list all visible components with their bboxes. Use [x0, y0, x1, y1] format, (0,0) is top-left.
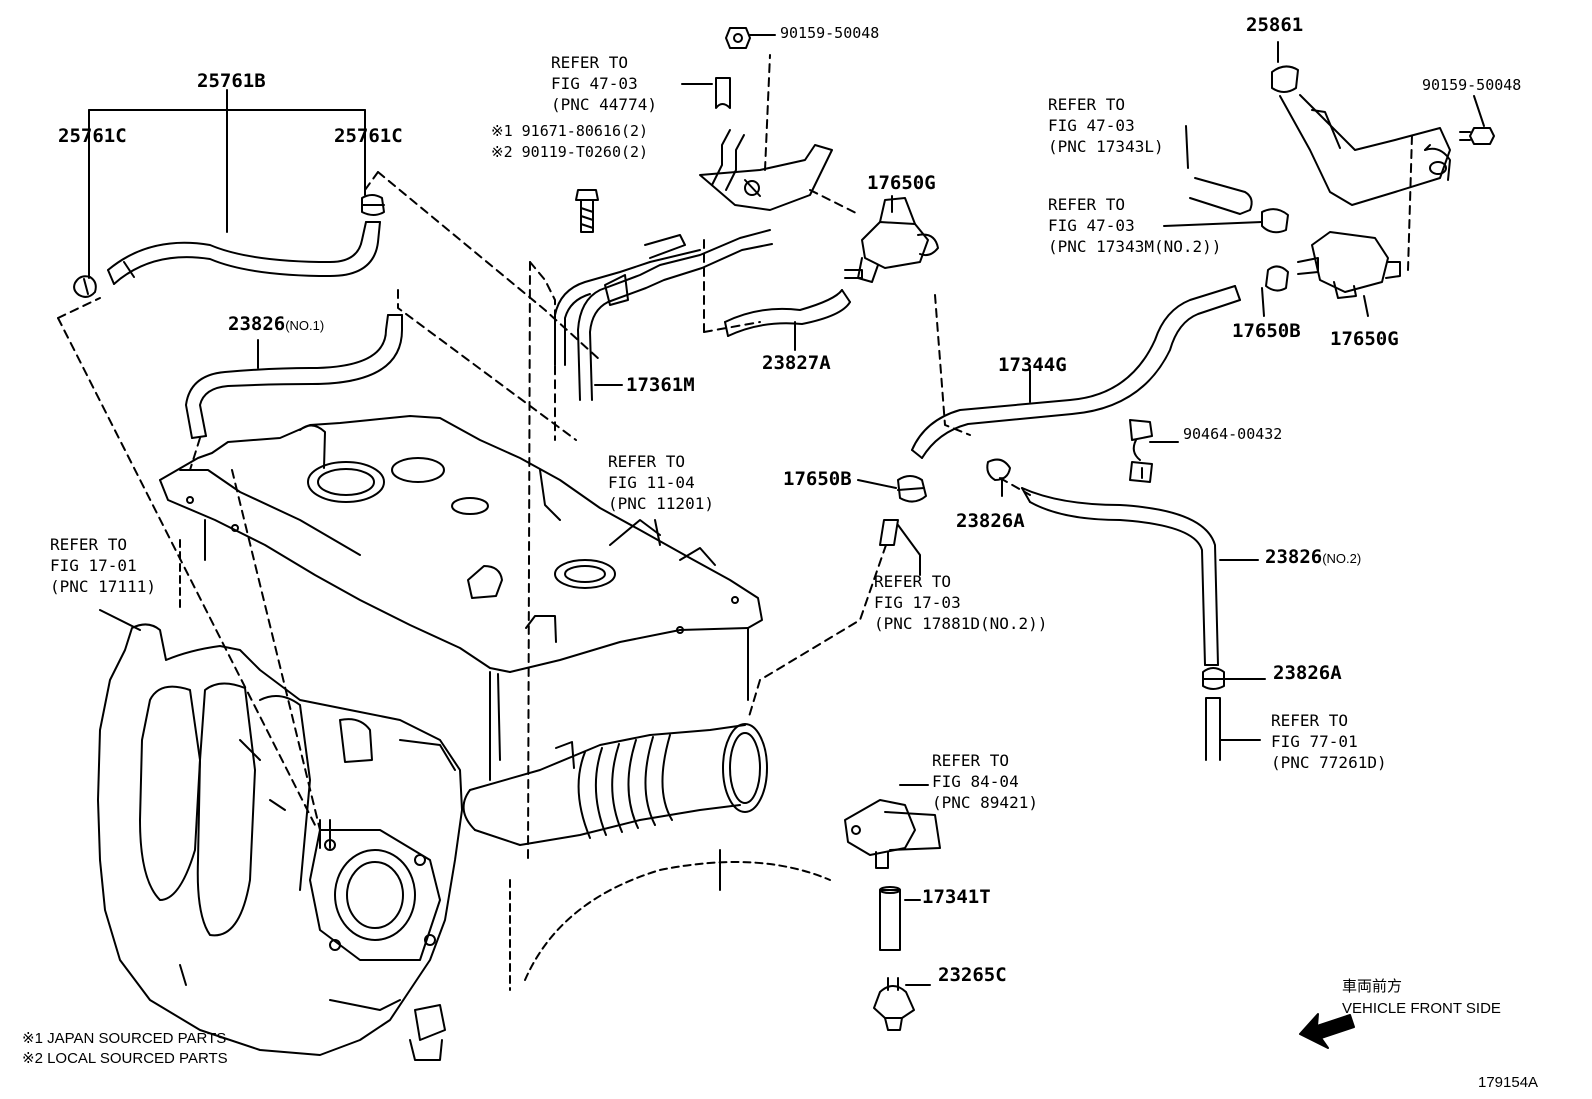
part-23826-no2-suffix: (NO.2) — [1322, 551, 1362, 566]
hose-23826-no2 — [1021, 487, 1219, 666]
clamp-17650B-right — [1265, 265, 1289, 292]
sensor-89421 — [844, 799, 941, 869]
vsv-17650G-mid — [844, 197, 939, 283]
hose-25761B — [107, 221, 381, 285]
part-23265C: 23265C — [938, 964, 1007, 986]
hose-23827A — [724, 289, 851, 337]
part-25861: 25861 — [1246, 14, 1304, 36]
clip-90464 — [1129, 419, 1153, 483]
part-17341T: 17341T — [922, 886, 991, 908]
part-17650B-right: 17650B — [1232, 320, 1301, 342]
note-japan-sourced: ※1 JAPAN SOURCED PARTS — [22, 1030, 227, 1047]
routing-dashed-lines — [57, 54, 1431, 861]
pipe-17881D — [879, 519, 899, 546]
valve-23265C — [873, 977, 915, 1031]
part-25761C-right: 25761C — [334, 125, 403, 147]
leader-lines — [99, 34, 1485, 986]
vsv-17650G-right — [1297, 231, 1401, 299]
part-17361M: 17361M — [626, 374, 695, 396]
part-23826-no1-suffix: (NO.1) — [285, 318, 325, 333]
part-91671: ※1 91671-80616(2) — [491, 122, 649, 140]
vehicle-front-arrow-icon — [1299, 1013, 1355, 1049]
bracket-25861 — [1271, 65, 1451, 206]
part-25761B: 25761B — [197, 70, 266, 92]
part-90119: ※2 90119-T0260(2) — [491, 143, 649, 161]
hose-17344G — [911, 285, 1241, 459]
pipe-bracket — [699, 77, 833, 211]
pipe-17343L — [1189, 177, 1253, 215]
hose-23826-no1 — [185, 314, 403, 439]
clamp-23826A-mid — [986, 458, 1011, 481]
bolt-90159-top — [725, 27, 751, 49]
air-intake-hose — [462, 723, 768, 846]
intake-manifold — [97, 623, 463, 1061]
vehicle-front-en: VEHICLE FRONT SIDE — [1342, 1000, 1501, 1017]
part-23827A: 23827A — [762, 352, 831, 374]
engine-block-outline — [524, 861, 831, 981]
bolt-90159-right — [1459, 127, 1495, 145]
clamp-17343M — [1261, 208, 1289, 234]
part-23826A-low: 23826A — [1273, 662, 1342, 684]
clamp-17650B-mid — [897, 475, 927, 503]
part-23826-no2: 23826(NO.2) — [1265, 546, 1362, 568]
part-17650G-mid: 17650G — [867, 172, 936, 194]
part-90464: 90464-00432 — [1183, 425, 1283, 443]
part-17344G: 17344G — [998, 354, 1067, 376]
part-23826A-mid: 23826A — [956, 510, 1025, 532]
hose-17341T — [879, 886, 901, 951]
part-23826-no1: 23826(NO.1) — [228, 313, 325, 335]
note-local-sourced: ※2 LOCAL SOURCED PARTS — [22, 1050, 228, 1067]
part-25761C-left: 25761C — [58, 125, 127, 147]
clamp-25761C-left — [73, 275, 97, 298]
part-17650B-mid: 17650B — [783, 468, 852, 490]
part-90159-right: 90159-50048 — [1422, 76, 1522, 94]
clamp-25761C-right — [361, 194, 385, 216]
figure-id: 179154A — [1478, 1074, 1539, 1091]
part-90159-top: 90159-50048 — [780, 24, 880, 42]
bolt-91671 — [575, 189, 599, 233]
clamp-23826A-low — [1202, 667, 1225, 690]
vehicle-front-jp: 車両前方 — [1342, 978, 1403, 995]
part-17650G-right: 17650G — [1330, 328, 1399, 350]
cylinder-head-cover — [159, 415, 763, 781]
